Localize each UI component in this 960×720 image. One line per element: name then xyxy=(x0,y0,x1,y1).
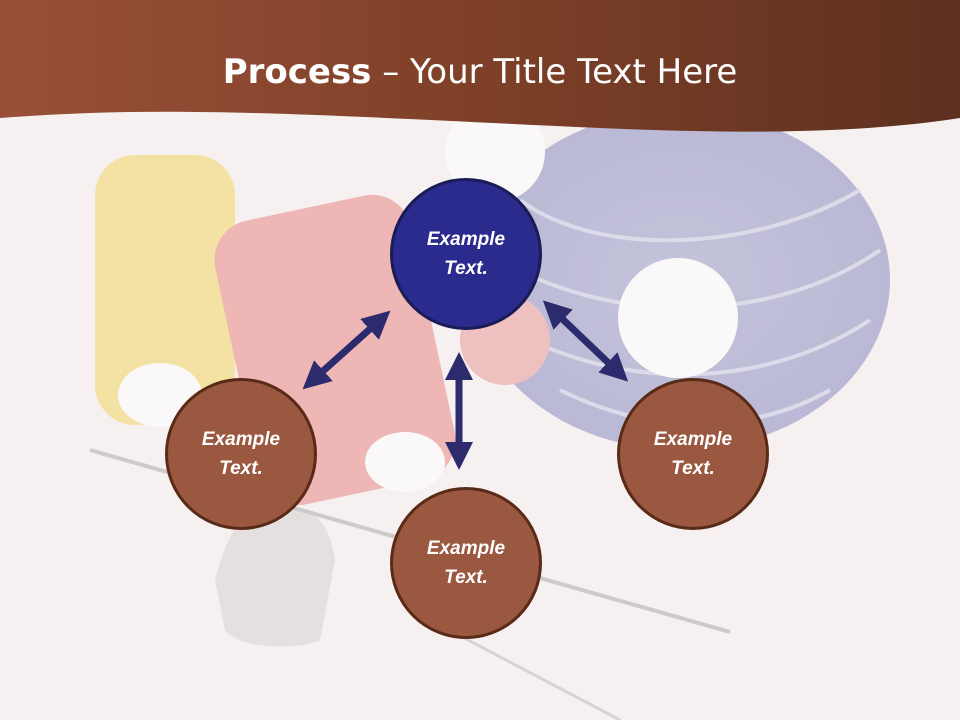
process-node-top: Example Text. xyxy=(390,178,542,330)
slide-title: Process – Your Title Text Here xyxy=(0,52,960,92)
title-rest: – Your Title Text Here xyxy=(371,52,738,92)
title-bold: Process xyxy=(222,52,372,92)
process-node-bottom: Example Text. xyxy=(390,487,542,639)
node-right-text: Example Text. xyxy=(653,429,733,479)
process-node-left: Example Text. xyxy=(165,378,317,530)
arrow-top-left xyxy=(302,310,391,390)
node-bottom-text: Example Text. xyxy=(426,538,506,588)
node-left-text: Example Text. xyxy=(201,429,281,479)
node-top-text: Example Text. xyxy=(426,229,506,279)
header-band xyxy=(0,0,960,132)
arrow-top-right xyxy=(542,300,629,382)
process-node-right: Example Text. xyxy=(617,378,769,530)
